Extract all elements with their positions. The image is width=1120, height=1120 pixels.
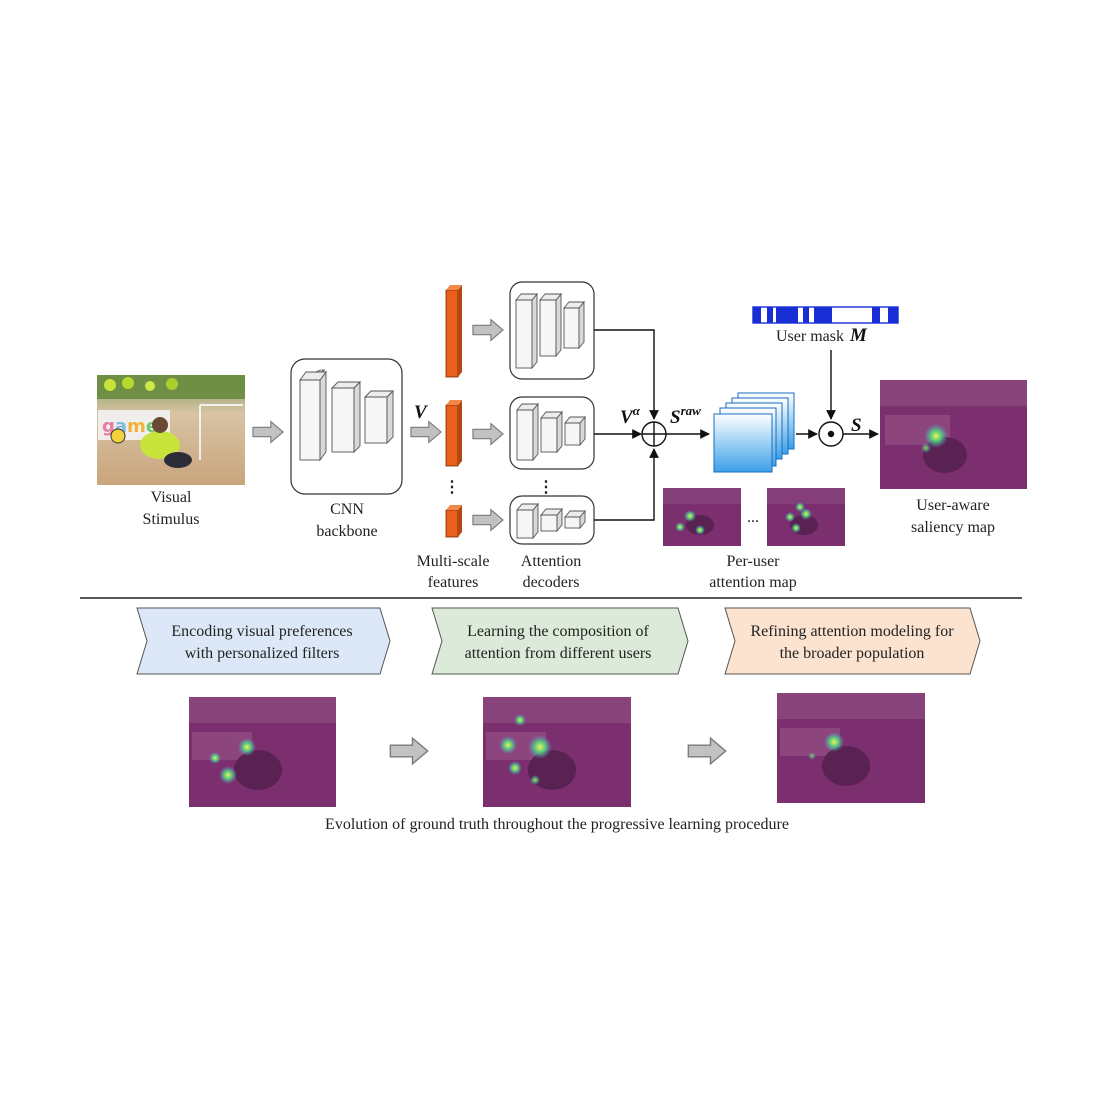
per-user-stack: [713, 392, 795, 473]
symbol-S: S: [851, 415, 862, 436]
arrow-to-cnn: [252, 421, 284, 443]
visual-stimulus-label-1: Visual: [151, 489, 192, 506]
symbol-V-alpha: Vα: [620, 403, 641, 428]
ground-truth-image-2: [483, 697, 631, 807]
arrow-to-features: [410, 421, 442, 443]
stage-banner-1: Encoding visual preferences with persona…: [136, 607, 391, 675]
hadamard-node: [818, 421, 844, 447]
per-user-map-2: [767, 488, 845, 546]
attention-decoder-3: [509, 495, 595, 545]
per-user-label-1: Per-user: [727, 553, 781, 570]
features-vdots: ⋮: [444, 479, 460, 496]
visual-stimulus-image: game: [97, 375, 245, 485]
symbol-V: V: [414, 402, 428, 423]
stage-3-line-2: the broader population: [780, 645, 925, 662]
output-label-1: User-aware: [916, 497, 989, 514]
arrow-to-decoder-2: [472, 423, 504, 445]
per-user-ellipsis: ...: [747, 509, 759, 526]
decoders-vdots: ⋮: [538, 479, 554, 496]
symbol-S-raw: Sraw: [670, 403, 701, 428]
figure-caption: Evolution of ground truth throughout the…: [325, 816, 789, 833]
stage-3-line-1: Refining attention modeling for: [750, 623, 954, 640]
stage-banner-2: Learning the composition of attention fr…: [431, 607, 689, 675]
visual-stimulus-label-2: Stimulus: [143, 511, 200, 528]
decoders-label-1: Attention: [521, 553, 581, 570]
user-aware-saliency-image: [880, 380, 1027, 489]
features-label-1: Multi-scale: [417, 553, 490, 570]
arrow-to-decoder-1: [472, 319, 504, 341]
ground-truth-image-1: [189, 697, 336, 807]
sum-node: [641, 421, 667, 447]
gt-arrow-2: [687, 737, 727, 765]
gt-arrow-1: [389, 737, 429, 765]
features-label-2: features: [428, 574, 479, 591]
arrow-to-decoder-3: [472, 509, 504, 531]
stage-banner-3: Refining attention modeling for the broa…: [724, 607, 981, 675]
ground-truth-image-3: [777, 693, 925, 803]
stage-2-line-2: attention from different users: [465, 645, 652, 662]
per-user-label-2: attention map: [709, 574, 797, 591]
attention-decoder-1: [509, 281, 595, 380]
cnn-backbone-block: [290, 358, 403, 495]
decoders-label-2: decoders: [523, 574, 580, 591]
multiscale-features: [445, 285, 462, 538]
output-label-2: saliency map: [911, 519, 995, 536]
attention-decoder-2: [509, 396, 595, 470]
per-user-map-1: [663, 488, 741, 546]
cnn-label-2: backbone: [316, 523, 377, 540]
stage-2-line-1: Learning the composition of: [467, 623, 649, 640]
stage-1-line-2: with personalized filters: [185, 645, 340, 662]
cnn-label-1: CNN: [330, 501, 364, 518]
user-mask-bar: [752, 306, 899, 324]
stage-1-line-1: Encoding visual preferences: [171, 623, 352, 640]
decoder-connectors: [594, 329, 659, 521]
